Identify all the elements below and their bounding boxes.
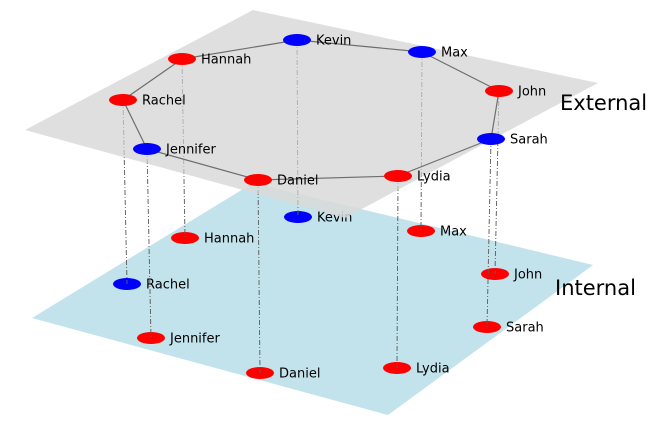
internal-node-hannah bbox=[171, 232, 199, 244]
internal-layer-label: Internal bbox=[555, 276, 636, 300]
external-edges bbox=[122, 39, 500, 181]
internal-node-label-john: John bbox=[513, 268, 542, 283]
internal-node-label-lydia: Lydia bbox=[416, 362, 450, 377]
external-edge-rachel-hannah bbox=[122, 58, 183, 101]
external-node-label-sarah: Sarah bbox=[510, 133, 548, 148]
inter-layer-link-daniel bbox=[257, 179, 261, 374]
inter-layer-link-top-rachel bbox=[122, 99, 128, 285]
external-edge-sarah-lydia bbox=[397, 138, 492, 177]
external-node-label-lydia: Lydia bbox=[417, 170, 451, 185]
inter-layer-link-top-sarah bbox=[486, 138, 492, 328]
external-node-label-max: Max bbox=[441, 46, 468, 61]
external-node-label-john: John bbox=[517, 85, 546, 100]
internal-node-label-jennifer: Jennifer bbox=[169, 332, 220, 347]
internal-node-label-daniel: Daniel bbox=[279, 367, 320, 382]
inter-layer-link-jennifer bbox=[146, 148, 152, 339]
inter-layer-link-tops bbox=[122, 39, 500, 374]
external-edge-jennifer-rachel bbox=[122, 99, 148, 150]
internal-node-label-rachel: Rachel bbox=[146, 278, 190, 293]
inter-layer-link-sarah bbox=[486, 138, 492, 328]
external-edge-lydia-daniel bbox=[257, 175, 399, 181]
external-node-lydia bbox=[384, 170, 412, 182]
inter-layer-link-top-kevin bbox=[296, 39, 299, 218]
external-edge-kevin-max bbox=[296, 39, 423, 53]
external-edge-kevin-hannah bbox=[181, 39, 298, 60]
external-node-label-daniel: Daniel bbox=[277, 174, 318, 189]
external-node-daniel bbox=[244, 174, 272, 186]
inter-layer-link-lydia bbox=[396, 175, 399, 369]
external-node-label-rachel: Rachel bbox=[142, 94, 186, 109]
external-node-max bbox=[408, 46, 436, 58]
internal-node-jennifer bbox=[137, 332, 165, 344]
external-edge-daniel-jennifer bbox=[146, 148, 259, 181]
inter-layer-link-top-jennifer bbox=[146, 148, 152, 339]
inter-layer-link-top-john bbox=[494, 90, 500, 275]
inter-layer-link-top-lydia bbox=[396, 175, 399, 369]
external-edge-max-john bbox=[421, 51, 500, 92]
internal-layer-plane bbox=[32, 183, 593, 415]
external-layer-plane bbox=[25, 10, 598, 218]
external-node-hannah bbox=[168, 53, 196, 65]
external-node-jennifer bbox=[133, 143, 161, 155]
external-node-rachel bbox=[109, 94, 137, 106]
external-layer-label: External bbox=[560, 91, 647, 115]
external-node-john bbox=[485, 85, 513, 97]
external-edge-john-sarah bbox=[490, 90, 500, 140]
external-node-kevin bbox=[283, 34, 311, 46]
internal-node-label-hannah: Hannah bbox=[204, 232, 254, 247]
internal-node-max bbox=[407, 225, 435, 237]
external-node-sarah bbox=[477, 133, 505, 145]
inter-layer-link-top-daniel bbox=[257, 179, 261, 374]
external-node-label-jennifer: Jennifer bbox=[165, 143, 216, 158]
internal-node-sarah bbox=[473, 321, 501, 333]
internal-node-label-max: Max bbox=[440, 225, 467, 240]
external-node-label-hannah: Hannah bbox=[201, 53, 251, 68]
external-node-label-kevin: Kevin bbox=[316, 34, 351, 49]
internal-node-label-sarah: Sarah bbox=[506, 321, 544, 336]
